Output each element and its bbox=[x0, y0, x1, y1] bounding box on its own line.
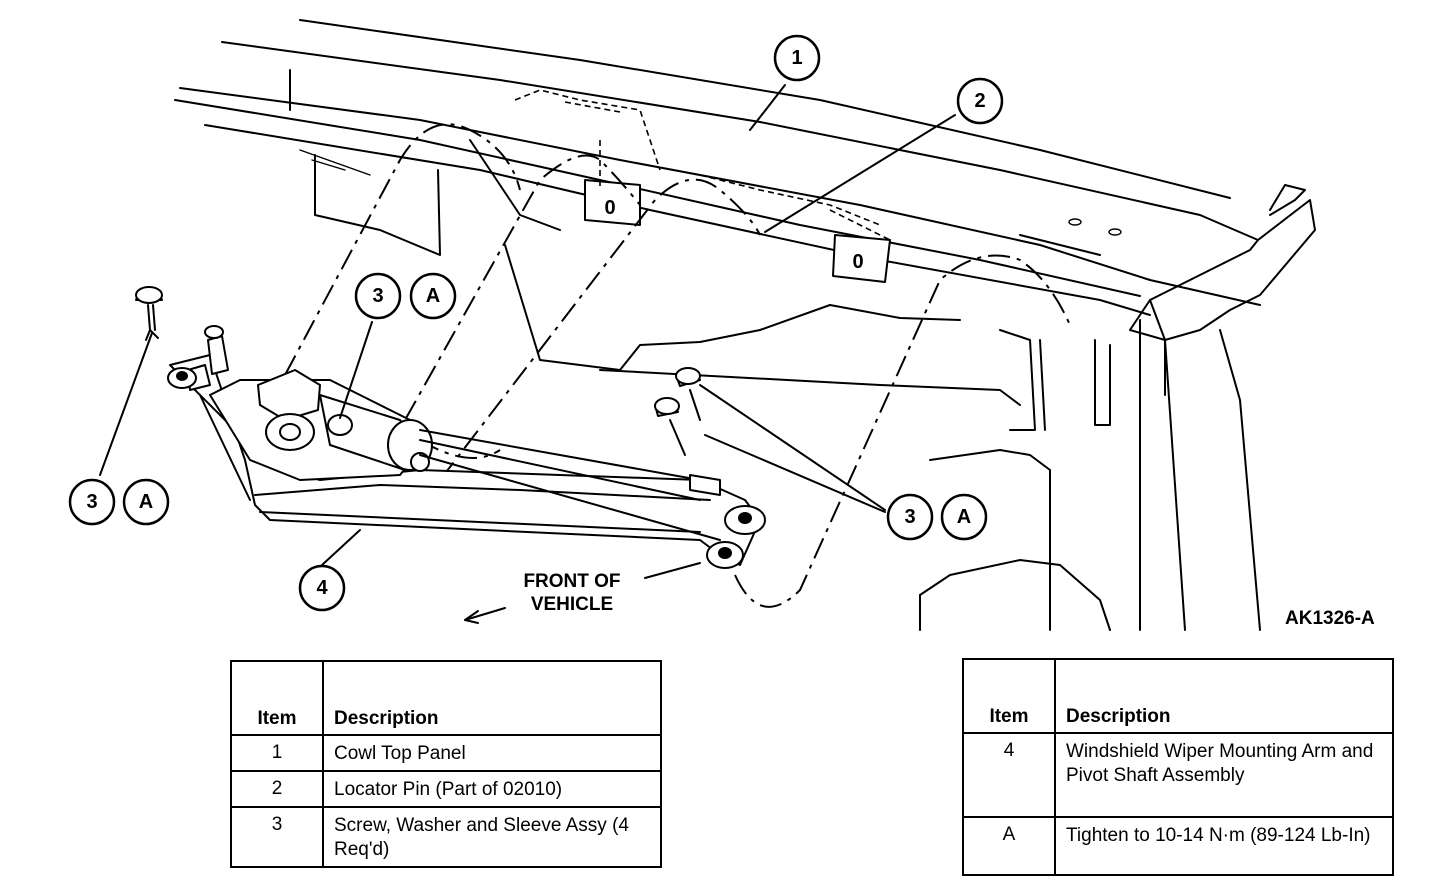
front-of-vehicle-label-line2: VEHICLE bbox=[531, 594, 613, 615]
item-description: Tighten to 10-14 N·m (89-124 Lb-In) bbox=[1054, 816, 1394, 876]
table-row: 3 Screw, Washer and Sleeve Assy (4 Req'd… bbox=[230, 806, 662, 868]
svg-text:3: 3 bbox=[372, 285, 383, 307]
svg-text:2: 2 bbox=[974, 90, 985, 112]
front-of-vehicle-label: FRONT OF bbox=[523, 571, 620, 592]
figure-id: AK1326-A bbox=[1285, 608, 1375, 629]
column-header-description: Description bbox=[322, 660, 662, 736]
callout-2: 2 bbox=[956, 77, 1004, 125]
svg-text:0: 0 bbox=[852, 251, 863, 273]
callout-3b: 3 A bbox=[68, 478, 170, 526]
leader-lines bbox=[99, 84, 956, 624]
item-number: 3 bbox=[230, 806, 324, 868]
svg-text:3: 3 bbox=[86, 491, 97, 513]
svg-text:1: 1 bbox=[791, 47, 802, 69]
item-description: Locator Pin (Part of 02010) bbox=[322, 770, 662, 808]
wiper-linkage-diagram: 0 0 bbox=[68, 19, 1375, 631]
item-description: Windshield Wiper Mounting Arm and Pivot … bbox=[1054, 732, 1394, 818]
table-row: 4 Windshield Wiper Mounting Arm and Pivo… bbox=[962, 732, 1394, 818]
column-header-item: Item bbox=[230, 660, 324, 736]
item-number: 4 bbox=[962, 732, 1056, 818]
table-row: 1 Cowl Top Panel bbox=[230, 734, 662, 772]
item-number: 1 bbox=[230, 734, 324, 772]
column-header-item: Item bbox=[962, 658, 1056, 734]
svg-text:4: 4 bbox=[316, 577, 328, 599]
item-description: Screw, Washer and Sleeve Assy (4 Req'd) bbox=[322, 806, 662, 868]
callout-1: 1 bbox=[773, 34, 821, 82]
svg-text:0: 0 bbox=[604, 197, 615, 219]
legend-header-row: Item Description bbox=[230, 660, 662, 736]
item-number: A bbox=[962, 816, 1056, 876]
callout-3a: 3 A bbox=[354, 272, 457, 320]
svg-text:3: 3 bbox=[904, 506, 915, 528]
item-description: Cowl Top Panel bbox=[322, 734, 662, 772]
screw-assemblies bbox=[135, 286, 701, 456]
legend-table-right: Item Description 4 Windshield Wiper Moun… bbox=[962, 658, 1394, 876]
wiper-mounting-arm-assembly bbox=[167, 325, 766, 569]
callout-3c: 3 A bbox=[886, 493, 988, 541]
legend-header-row: Item Description bbox=[962, 658, 1394, 734]
svg-text:A: A bbox=[957, 506, 971, 528]
column-header-description: Description bbox=[1054, 658, 1394, 734]
cowl-top-panel: 0 0 bbox=[174, 19, 1316, 631]
svg-text:A: A bbox=[139, 491, 153, 513]
table-row: 2 Locator Pin (Part of 02010) bbox=[230, 770, 662, 808]
item-number: 2 bbox=[230, 770, 324, 808]
legend-table-left: Item Description 1 Cowl Top Panel 2 Loca… bbox=[230, 660, 662, 868]
table-row: A Tighten to 10-14 N·m (89-124 Lb-In) bbox=[962, 816, 1394, 876]
callout-4: 4 bbox=[298, 564, 346, 612]
svg-text:A: A bbox=[426, 285, 440, 307]
